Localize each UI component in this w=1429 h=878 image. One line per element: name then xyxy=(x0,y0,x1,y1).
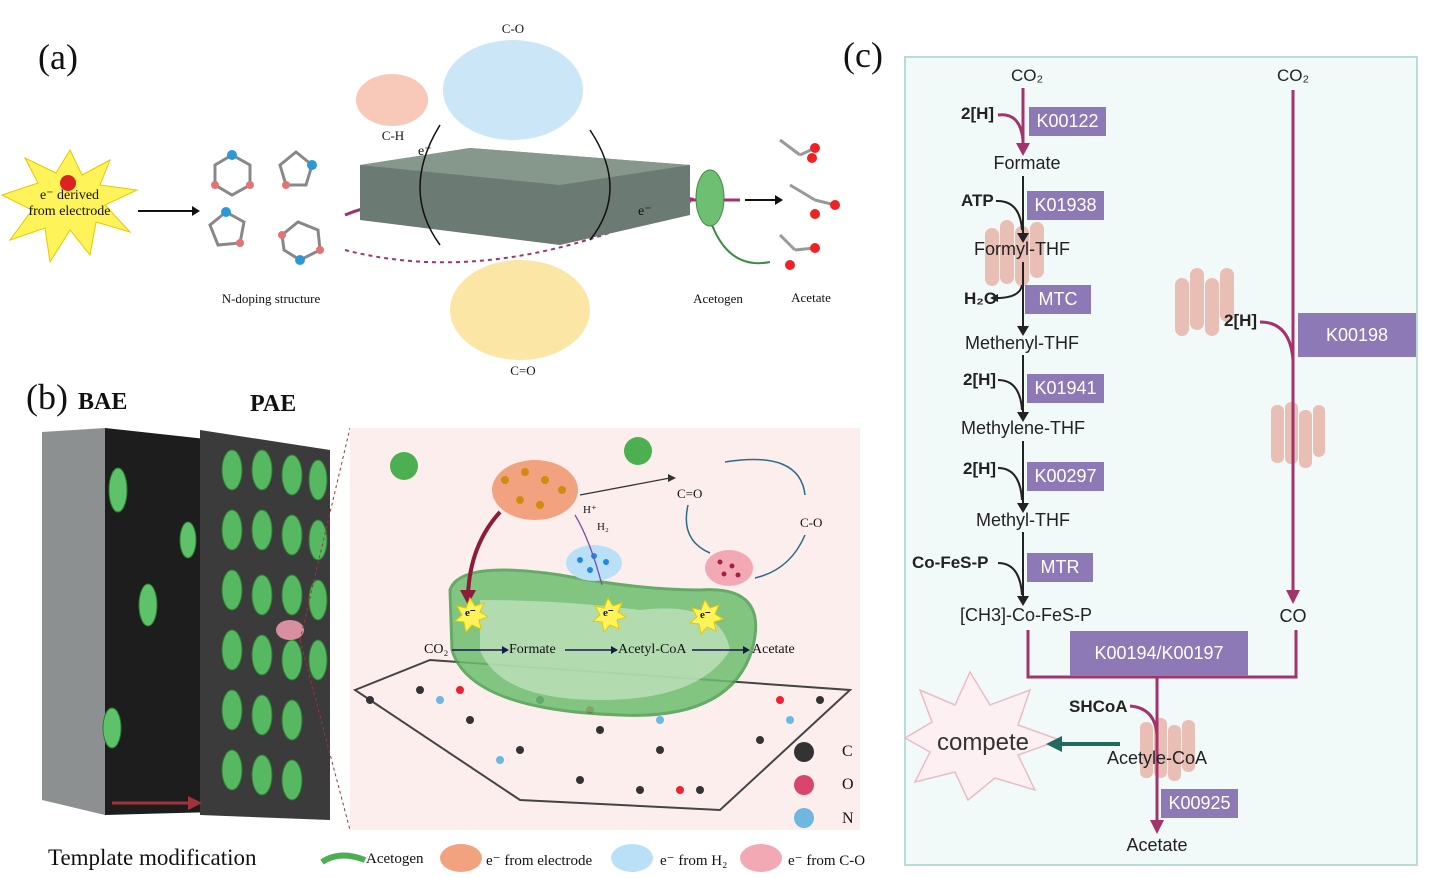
compete-label: compete xyxy=(936,729,1030,756)
legend-electrode: e⁻ from electrode xyxy=(486,853,593,869)
h2-label: H₂ xyxy=(597,521,609,533)
pathway-co2: CO₂ xyxy=(424,642,449,657)
right-cofactor-2h: 2[H] xyxy=(1224,311,1258,330)
legend-h2-cloud-icon xyxy=(611,844,653,872)
metabolite-methyl-thf: Methyl-THF xyxy=(976,510,1070,530)
cofactor-shcoa: SHCoA xyxy=(1069,697,1128,716)
co-electron-cloud xyxy=(705,550,753,586)
panel-a-label: (a) xyxy=(38,37,78,77)
compete-starburst xyxy=(903,670,1063,802)
panel-b-label: (b) xyxy=(26,377,68,417)
enzyme-mtc: MTC xyxy=(1025,285,1091,314)
electron-label: e⁻ xyxy=(603,607,614,619)
cofactor-2h: 2[H] xyxy=(961,104,995,123)
metabolite-ch3-co-fes-p: [CH3]-Co-FeS-P xyxy=(959,605,1093,625)
panel-c-label: (c) xyxy=(843,35,883,75)
pae-bacteria xyxy=(221,449,328,801)
legend-co-cloud-icon xyxy=(740,844,782,872)
cofactor-2h: 2[H] xyxy=(963,370,997,389)
co2-left: CO₂ xyxy=(1010,66,1044,85)
enzyme-k00297: K00297 xyxy=(1027,462,1104,491)
acetate-label: Acetate xyxy=(791,290,831,305)
ch-cloud xyxy=(356,74,428,126)
cofactor-co-fes-p: Co-FeS-P xyxy=(912,553,989,572)
apple-icon xyxy=(60,175,76,191)
template-modification-label: Template modification xyxy=(48,845,257,870)
acetogen-cell xyxy=(695,169,725,227)
metabolite-formate: Formate xyxy=(993,153,1061,173)
carbon-atom-icon xyxy=(794,742,814,762)
electron-label: e⁻ xyxy=(465,607,476,619)
enzyme-k01941: K01941 xyxy=(1027,374,1104,403)
pathway-acetate: Acetate xyxy=(752,642,795,657)
enzyme-mtr: MTR xyxy=(1027,553,1093,582)
enzyme-k00122: K00122 xyxy=(1029,107,1106,136)
bae-label: BAE xyxy=(78,389,128,415)
pae-label: PAE xyxy=(250,391,297,417)
oxygen-atom-icon xyxy=(794,775,814,795)
enzyme-k00198: K00198 xyxy=(1298,313,1416,357)
atom-label-n: N xyxy=(842,810,854,827)
legend-co: e⁻ from C-O xyxy=(788,853,866,869)
cofactor-atp: ATP xyxy=(961,191,994,210)
h-plus-label: H⁺ xyxy=(583,504,597,516)
metabolite-methenyl-thf: Methenyl-THF xyxy=(964,333,1080,353)
legend-electrode-cloud-icon xyxy=(440,844,482,872)
co-cloud xyxy=(443,40,583,140)
electron-label: e⁻ xyxy=(638,204,652,219)
electron-star-icons xyxy=(453,596,725,636)
graphene-sheet xyxy=(352,658,853,812)
c-double-o-cloud xyxy=(450,260,590,360)
legend-acetogen: Acetogen xyxy=(366,851,424,867)
pathway-acetyl-coa: Acetyl-CoA xyxy=(618,642,687,657)
c-double-o-label: C=O xyxy=(510,363,536,378)
electrode-starburst xyxy=(0,148,139,264)
source-line-1: e⁻ derived xyxy=(39,188,100,203)
pathway-formate: Formate xyxy=(509,642,556,657)
electron-label: e⁻ xyxy=(700,609,711,621)
enzyme-k01938: K01938 xyxy=(1027,191,1104,220)
metabolite-co: CO xyxy=(1279,606,1307,626)
atom-label-c: C xyxy=(842,743,853,760)
metabolite-formyl-thf: Formyl-THF xyxy=(974,239,1070,259)
ch-label: C-H xyxy=(381,128,405,143)
legend-h2: e⁻ from H₂ xyxy=(660,853,728,869)
co2-right: CO₂ xyxy=(1276,66,1310,85)
nitrogen-atom-icon xyxy=(794,808,814,828)
atom-label-o: O xyxy=(842,776,854,793)
enzyme-k00194-k00197: K00194/K00197 xyxy=(1070,631,1248,676)
acetogen-label: Acetogen xyxy=(693,291,743,306)
n-doping-label: N-doping structure xyxy=(221,291,321,306)
electrode-electron-cloud xyxy=(492,460,578,520)
membrane-protein-icons xyxy=(985,220,1325,781)
microbe-icon xyxy=(390,437,652,480)
legend-acetogen-icon xyxy=(320,852,367,865)
compete-arrow xyxy=(1046,736,1062,752)
cofactor-h2o: H₂O xyxy=(964,289,998,308)
bae-electrode xyxy=(42,428,105,815)
c-o-label: C-O xyxy=(800,515,823,530)
cofactor-2h: 2[H] xyxy=(963,459,997,478)
metabolite-acetate: Acetate xyxy=(1126,835,1188,855)
electrode-source-label: e⁻ derived from electrode xyxy=(22,188,117,220)
electron-label: e⁻ xyxy=(418,144,432,159)
source-line-2: from electrode xyxy=(28,204,111,219)
h2-electron-cloud xyxy=(566,545,622,581)
metabolite-methylene-thf: Methylene-THF xyxy=(960,418,1086,438)
co-label: C-O xyxy=(501,21,525,36)
enzyme-k00925: K00925 xyxy=(1161,789,1238,818)
c-double-o-label: C=O xyxy=(677,486,703,501)
metabolite-acetyl-coa: Acetyle-CoA xyxy=(1106,748,1208,768)
